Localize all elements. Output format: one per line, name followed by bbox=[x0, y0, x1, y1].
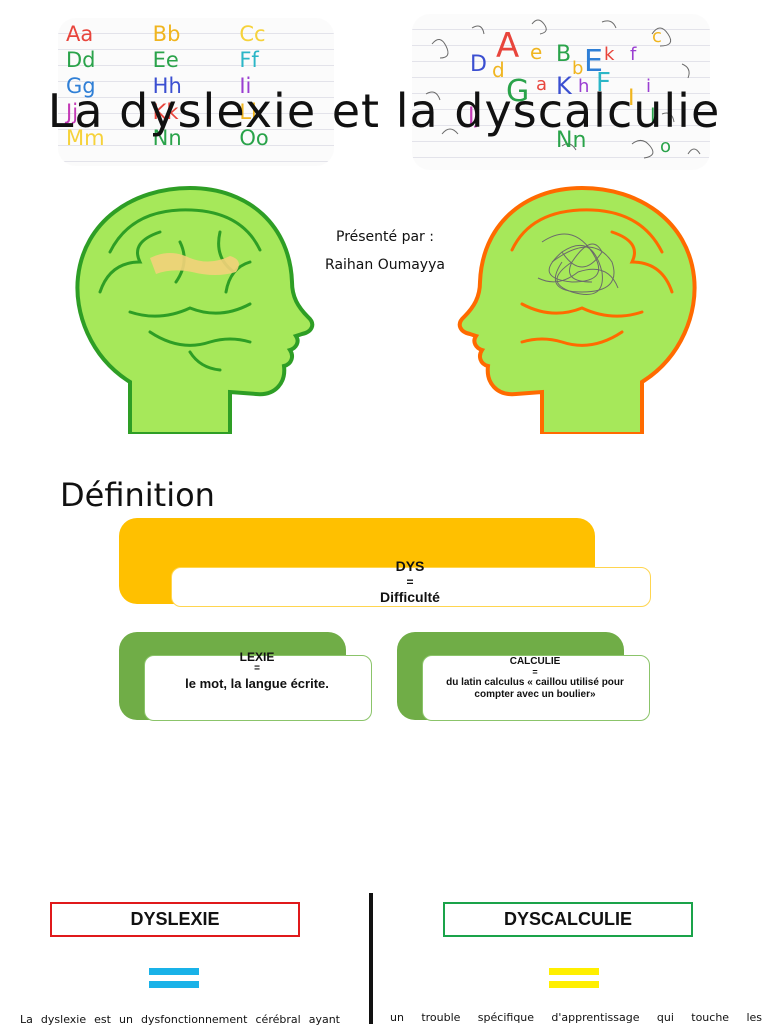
lexie-definition-box bbox=[144, 655, 372, 721]
presenter-name: Raihan Oumayya bbox=[325, 257, 445, 273]
alphabet-letter: Nn bbox=[152, 126, 182, 150]
scrambled-letter: i bbox=[646, 76, 652, 97]
alphabet-letter: Hh bbox=[152, 74, 182, 98]
scrambled-letter: a bbox=[536, 74, 548, 95]
scrambled-letter: e bbox=[530, 40, 543, 64]
dys-term: DYS bbox=[395, 558, 425, 574]
definition-heading: Définition bbox=[60, 476, 215, 514]
scrambled-letter: E bbox=[584, 44, 603, 79]
alphabet-letter: Bb bbox=[152, 22, 181, 46]
scrambled-letter: d bbox=[492, 58, 505, 82]
dys-equals: = bbox=[406, 575, 414, 589]
dyscalculie-title: DYSCALCULIE bbox=[503, 909, 632, 929]
dys-definition-box bbox=[171, 567, 651, 607]
lexie-meaning: le mot, la langue écrite. bbox=[185, 676, 329, 691]
scrambled-letter: f bbox=[630, 44, 637, 65]
dyslexie-title: DYSLEXIE bbox=[130, 909, 220, 929]
alphabet-letter: Oo bbox=[239, 126, 269, 150]
dyslexie-description: La dyslexie est un dysfonctionnement cér… bbox=[20, 1013, 340, 1026]
scrambled-letter: A bbox=[496, 26, 520, 66]
brain-head-right-illustration bbox=[457, 185, 697, 434]
alphabet-letter: Mm bbox=[66, 126, 105, 150]
scrambled-letter: b bbox=[572, 58, 584, 79]
alphabet-letter: Kk bbox=[152, 100, 179, 124]
alphabet-letter: Ee bbox=[152, 48, 179, 72]
calculie-definition-box bbox=[422, 655, 650, 721]
scrambled-letter: B bbox=[556, 42, 572, 67]
scrambled-letter: I bbox=[628, 86, 635, 111]
scrambled-letter: Nn bbox=[556, 128, 587, 153]
dys-meaning: Difficulté bbox=[380, 589, 440, 605]
alphabet-letter: Gg bbox=[66, 74, 96, 98]
alphabet-letter: Ll bbox=[239, 100, 257, 124]
scrambled-letter: c bbox=[652, 26, 662, 47]
scribble-decoration bbox=[425, 19, 701, 159]
alphabet-letter: Aa bbox=[66, 22, 94, 46]
vertical-divider bbox=[369, 893, 373, 1024]
scrambled-letter: D bbox=[470, 52, 487, 77]
calculie-equals: = bbox=[532, 667, 538, 677]
scrambled-letter: o bbox=[660, 136, 672, 157]
alphabet-letter: Ii bbox=[239, 74, 252, 98]
brain-head-left-illustration bbox=[75, 185, 315, 434]
dyslexie-title-box: DYSLEXIE bbox=[50, 902, 300, 937]
presenter-label: Présenté par : bbox=[336, 229, 434, 245]
scrambled-letter: k bbox=[604, 44, 615, 65]
scrambled-letter: h bbox=[578, 76, 590, 97]
alphabet-letter: Jj bbox=[66, 100, 79, 124]
equals-icon-blue bbox=[149, 968, 199, 988]
scrambled-letter: F bbox=[596, 68, 611, 98]
dyscalculie-description: un trouble spécifique d'apprentissage qu… bbox=[390, 1011, 762, 1024]
alphabet-card-scrambled bbox=[412, 14, 710, 170]
dyscalculie-title-box: DYSCALCULIE bbox=[443, 902, 693, 937]
alphabet-letter: Dd bbox=[66, 48, 96, 72]
lexie-definition-text: LEXIE = le mot, la langue écrite. bbox=[144, 650, 370, 694]
alphabet-letter: Ff bbox=[239, 48, 259, 72]
calculie-definition-text: CALCULIE = du latin calculus « caillou u… bbox=[430, 656, 640, 701]
scrambled-letter: Jj bbox=[468, 104, 481, 129]
lexie-equals: = bbox=[254, 663, 260, 674]
equals-icon-yellow bbox=[549, 968, 599, 988]
scrambled-letter: l bbox=[650, 104, 656, 128]
dys-definition-text: DYS = Difficulté bbox=[171, 557, 649, 607]
alphabet-letter: Cc bbox=[239, 22, 266, 46]
scrambled-letter: G bbox=[506, 74, 530, 109]
lexie-term: LEXIE bbox=[239, 650, 275, 664]
page-title: La dyslexie et la dyscalculie bbox=[47, 84, 721, 138]
scrambled-letter: K bbox=[556, 72, 572, 100]
calculie-meaning: du latin calculus « caillou utilisé pour… bbox=[446, 677, 624, 700]
calculie-term: CALCULIE bbox=[509, 656, 561, 667]
